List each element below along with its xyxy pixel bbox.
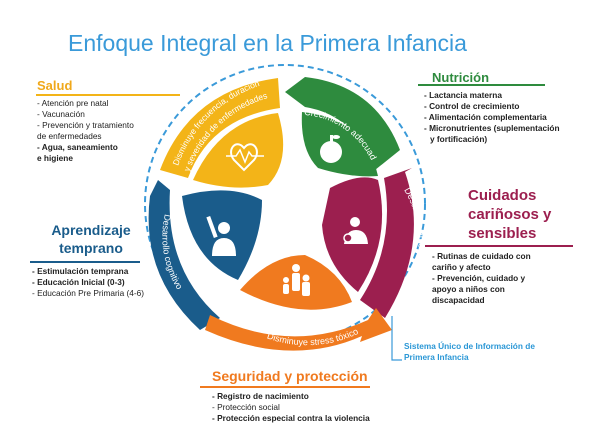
- family-icon: [283, 264, 310, 296]
- salud-panel: Salud - Atención pre natal - Vacunación …: [37, 78, 134, 164]
- raised-hand-person-icon: [206, 215, 236, 256]
- aprendizaje-item: - Educación Inicial (0-3): [32, 277, 125, 287]
- salud-item: de enfermedades: [37, 131, 102, 141]
- salud-arrow: [160, 78, 280, 178]
- aprendizaje-item: - Educación Pre Primaria (4-6): [32, 288, 145, 298]
- seguridad-arrow: [205, 308, 392, 351]
- nutricion-panel: Nutrición - Lactancia materna - Control …: [424, 70, 560, 145]
- seguridad-item: - Registro de nacimiento: [212, 391, 309, 401]
- mother-child-icon: [343, 217, 368, 244]
- seguridad-title: Seguridad y protección: [212, 368, 368, 384]
- nutricion-item: - Micronutrientes (suplementación: [424, 123, 560, 133]
- salud-item: - Agua, saneamiento: [37, 142, 118, 152]
- cuidados-title-1: Cuidados: [468, 187, 537, 204]
- aprendizaje-title-2: temprano: [59, 240, 123, 256]
- page-title: Enfoque Integral en la Primera Infancia: [68, 30, 467, 56]
- sistema-line-2: Primera Infancia: [404, 352, 469, 362]
- seguridad-panel: Seguridad y protección - Registro de nac…: [212, 368, 370, 424]
- salud-item: - Prevención y tratamiento: [37, 120, 134, 130]
- cuidados-item: apoyo a niños con: [432, 284, 505, 294]
- nutricion-arrow: [285, 77, 400, 170]
- nutricion-item: - Alimentación complementaria: [424, 112, 547, 122]
- salud-item: e higiene: [37, 153, 73, 163]
- sistema-connector: [391, 316, 402, 361]
- seguridad-item: - Protección social: [212, 402, 280, 412]
- salud-title: Salud: [37, 78, 73, 93]
- aprendizaje-arrow: [148, 180, 220, 330]
- seguridad-item: - Protección especial contra la violenci…: [212, 413, 370, 423]
- cuidados-title-3: sensibles: [468, 225, 537, 242]
- dashed-ring: [144, 64, 426, 344]
- sistema-line-1: Sistema Único de Información de: [404, 341, 535, 351]
- aprendizaje-title-block: Aprendizaje temprano: [44, 221, 138, 257]
- salud-item: - Atención pre natal: [37, 98, 109, 108]
- cuidados-arrow: [360, 168, 414, 318]
- heart-pulse-icon: [226, 143, 264, 172]
- cuidados-item: - Prevención, cuidado y: [432, 273, 526, 283]
- apple-icon: [320, 135, 342, 163]
- nutricion-petal: [301, 112, 378, 177]
- sistema-label: Sistema Único de Información de Primera …: [404, 341, 535, 363]
- cuidados-item: - Rutinas de cuidado con: [432, 251, 531, 261]
- cuidados-panel: - Rutinas de cuidado con cariño y afecto…: [432, 251, 531, 306]
- aprendizaje-title-1: Aprendizaje: [51, 222, 131, 238]
- salud-petal: [193, 113, 284, 188]
- nutricion-item: - Control de crecimiento: [424, 101, 520, 111]
- aprendizaje-petal: [182, 190, 262, 280]
- aprendizaje-item: - Estimulación temprana: [32, 266, 129, 276]
- aprendizaje-panel: - Estimulación temprana - Educación Inic…: [32, 266, 144, 299]
- cuidados-title-block: Cuidados cariñosos y sensibles: [468, 186, 551, 243]
- nutricion-item: y fortificación): [430, 134, 488, 144]
- salud-item: - Vacunación: [37, 109, 85, 119]
- cuidados-item: discapacidad: [432, 295, 485, 305]
- nutricion-item: - Lactancia materna: [424, 90, 502, 100]
- nutricion-title: Nutrición: [432, 70, 490, 85]
- cuidados-item: cariño y afecto: [432, 262, 491, 272]
- cuidados-title-2: cariñosos y: [468, 206, 552, 223]
